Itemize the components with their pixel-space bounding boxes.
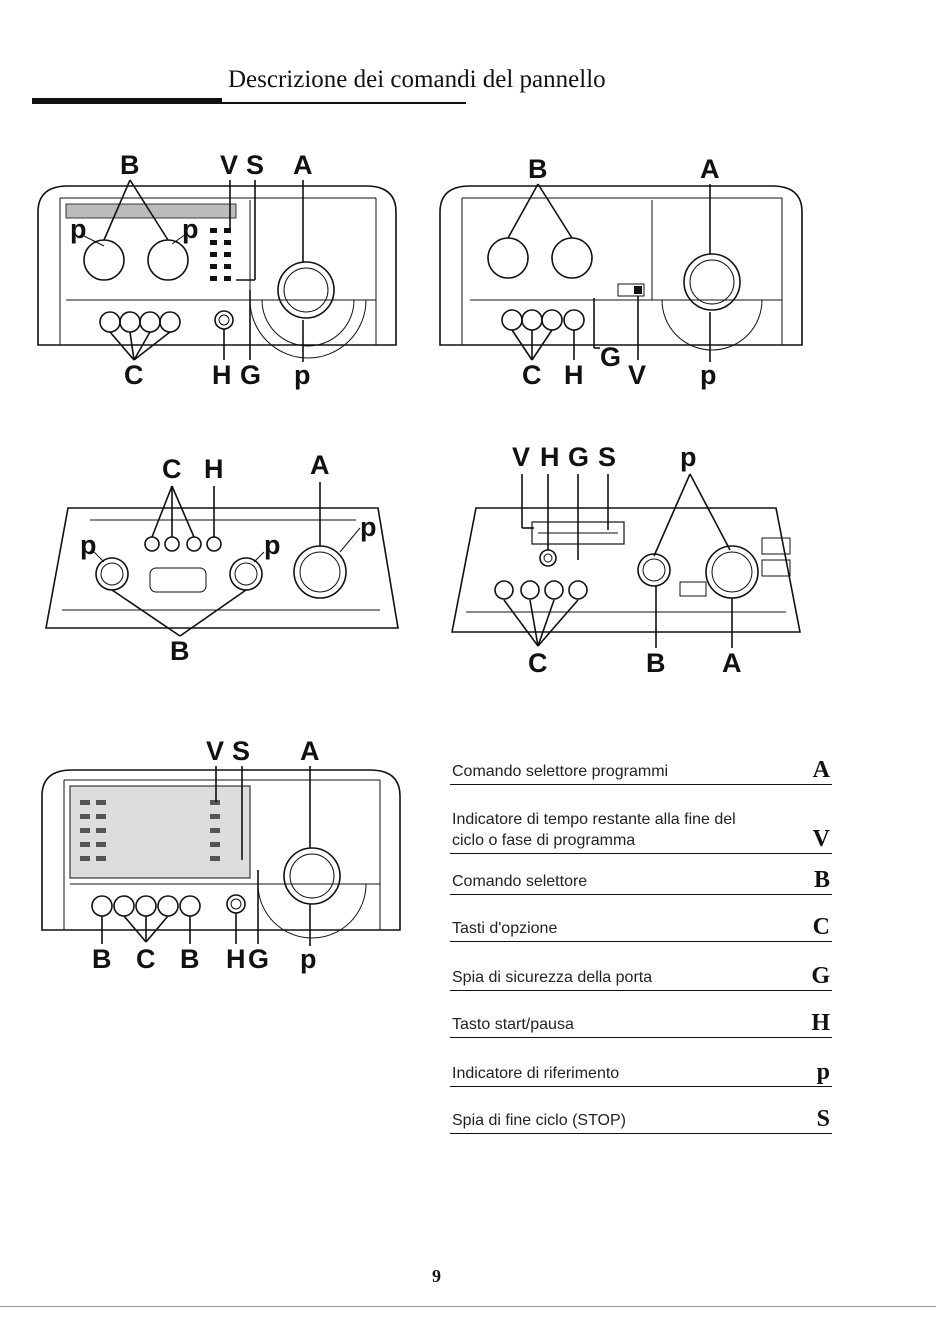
panel-diagram-3: C H A p p p B (45, 450, 399, 666)
label-V: V (206, 736, 224, 766)
legend-row: Comando selettore programmi A (450, 752, 832, 785)
title-rule-thick (32, 98, 222, 104)
label-B: B (92, 944, 112, 974)
legend-key: G (811, 963, 830, 989)
legend-row: Tasto start/pausa H (450, 991, 832, 1038)
label-p: p (700, 360, 717, 390)
label-B: B (528, 154, 548, 184)
label-B: B (170, 636, 190, 666)
label-A: A (722, 648, 742, 678)
label-G: G (240, 360, 261, 390)
legend-row: Spia di fine ciclo (STOP) S (450, 1087, 832, 1134)
bottom-rule (0, 1306, 936, 1307)
legend-label: Indicatore di tempo restante alla fine d… (452, 811, 736, 849)
label-G: G (248, 944, 269, 974)
panel-diagram-5: V S A B C B H G p (41, 736, 401, 974)
page-title: Descrizione dei comandi del pannello (228, 66, 606, 93)
panel-diagram-1: B p p V S A C H G p (37, 150, 397, 390)
label-A: A (310, 450, 330, 480)
legend-table: Comando selettore programmi A Indicatore… (450, 752, 832, 1134)
label-V: V (220, 150, 238, 180)
label-S: S (598, 442, 616, 472)
label-V: V (628, 360, 646, 390)
display-segments (80, 800, 220, 861)
legend-label: Indicatore di riferimento (452, 1065, 620, 1082)
label-H: H (540, 442, 560, 472)
label-C: C (522, 360, 542, 390)
legend-label: Spia di fine ciclo (STOP) (452, 1112, 626, 1129)
label-C: C (124, 360, 144, 390)
label-S: S (232, 736, 250, 766)
label-p: p (264, 530, 281, 560)
panel-diagram-2: B A C H G V p (439, 154, 803, 390)
legend-label: Comando selettore programmi (452, 763, 669, 780)
label-p: p (182, 214, 199, 244)
legend-row: Spia di sicurezza della porta G (450, 942, 832, 991)
page-number: 9 (432, 1266, 441, 1286)
indicator-lights (210, 228, 231, 281)
label-A: A (293, 150, 313, 180)
legend-key: p (816, 1059, 830, 1085)
label-H: H (226, 944, 246, 974)
legend-key: H (811, 1010, 830, 1036)
label-V: V (512, 442, 530, 472)
legend-row: Indicatore di riferimento p (450, 1038, 832, 1087)
label-p: p (360, 512, 377, 542)
label-B: B (646, 648, 666, 678)
legend-key: B (813, 867, 830, 893)
label-B: B (120, 150, 140, 180)
label-H: H (204, 454, 224, 484)
label-G: G (600, 342, 621, 372)
label-B: B (180, 944, 200, 974)
title-rule-thin (222, 102, 466, 104)
legend-row: Tasti d'opzione C (450, 895, 832, 942)
label-p: p (300, 944, 317, 974)
label-A: A (700, 154, 720, 184)
legend-row: Indicatore di tempo restante alla fine d… (450, 789, 832, 854)
legend-row: Comando selettore B (450, 854, 832, 895)
legend-key: S (816, 1106, 830, 1132)
label-C: C (136, 944, 156, 974)
label-p: p (70, 214, 87, 244)
legend-label: Comando selettore (452, 873, 588, 890)
label-H: H (564, 360, 584, 390)
label-H: H (212, 360, 232, 390)
label-S: S (246, 150, 264, 180)
legend-label: Tasti d'opzione (452, 920, 558, 937)
label-C: C (162, 454, 182, 484)
label-C: C (528, 648, 548, 678)
label-p: p (80, 530, 97, 560)
label-p: p (294, 360, 311, 390)
legend-label: Tasto start/pausa (452, 1016, 574, 1033)
panel-diagram-4: V H G S p C B A (451, 442, 801, 678)
legend-key: A (812, 757, 830, 783)
legend-key: V (812, 826, 830, 852)
label-A: A (300, 736, 320, 766)
label-p: p (680, 442, 697, 472)
legend-label: Spia di sicurezza della porta (452, 969, 653, 986)
legend-key: C (812, 914, 830, 940)
label-G: G (568, 442, 589, 472)
